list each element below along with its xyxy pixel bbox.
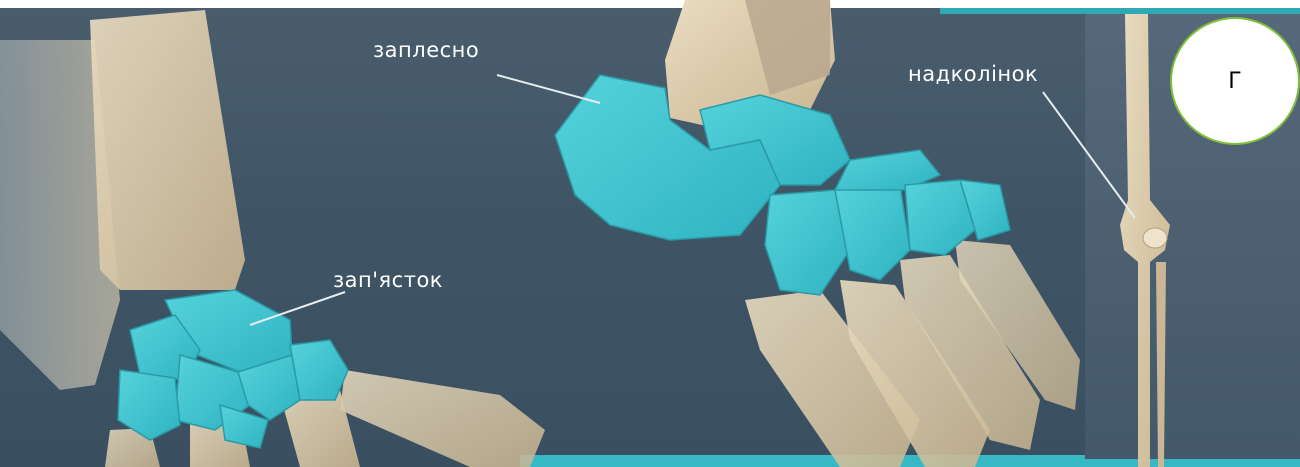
top-margin — [0, 0, 1300, 8]
badge-letter: Г — [1228, 69, 1241, 94]
wrist-group — [0, 10, 545, 467]
teal-top-bar — [940, 8, 1300, 14]
carpus-label: зап'ясток — [333, 268, 443, 292]
tarsus-label: заплесно — [373, 38, 479, 62]
answer-badge: Г — [1170, 17, 1300, 145]
patella-label: надколінок — [908, 62, 1038, 86]
radius-bone — [90, 10, 245, 290]
patella-bone — [1143, 228, 1167, 248]
tarsus-leader-line — [497, 75, 600, 103]
cuneiform-bone — [835, 185, 910, 280]
carpal-bone — [290, 340, 348, 400]
metacarpal-bone — [340, 370, 545, 467]
